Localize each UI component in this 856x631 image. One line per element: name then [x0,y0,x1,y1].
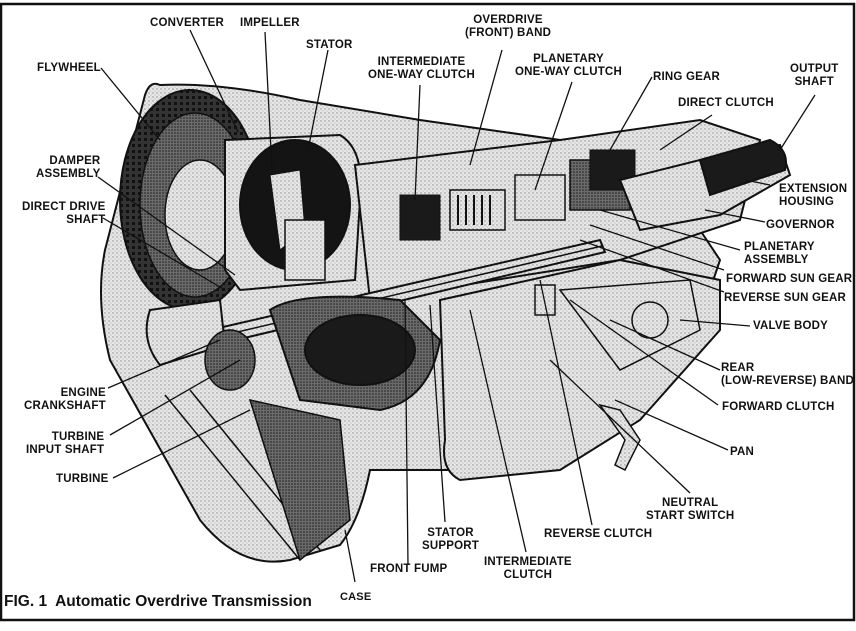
label-forward-sun-gear: FORWARD SUN GEAR [726,273,853,285]
label-impeller: IMPELLER [240,17,300,29]
label-stator: STATOR [306,39,353,51]
label-intermediate-clutch: INTERMEDIATE CLUTCH [484,556,572,581]
label-intermediate-one-way-clutch: INTERMEDIATE ONE-WAY CLUTCH [368,56,475,81]
label-direct-clutch: DIRECT CLUTCH [678,97,774,109]
label-neutral-start-switch: NEUTRAL START SWITCH [646,497,735,522]
label-ring-gear: RING GEAR [653,71,720,83]
output-shaft [698,138,787,197]
label-reverse-clutch: REVERSE CLUTCH [544,528,653,540]
label-damper-assembly: DAMPER ASSEMBLY [36,155,101,180]
label-rear-low-reverse-band: REAR (LOW-REVERSE) BAND [721,362,855,387]
clutch-plates [457,195,491,225]
label-valve-body: VALVE BODY [753,320,829,332]
turbine [248,398,351,562]
neutral-start-lever [598,403,641,472]
label-flywheel: FLYWHEEL [37,62,101,74]
label-case: CASE [340,591,372,603]
figure-caption: FIG. 1 Automatic Overdrive Transmission [4,593,312,610]
label-planetary-one-way-clutch: PLANETARY ONE-WAY CLUTCH [515,53,622,78]
label-engine-crankshaft: ENGINE CRANKSHAFT [24,387,106,412]
label-reverse-sun-gear: REVERSE SUN GEAR [724,292,847,304]
leader-lines [97,29,816,583]
label-turbine: TURBINE [56,473,109,485]
valve-body [558,279,701,371]
label-governor: GOVERNOR [766,219,835,231]
label-converter: CONVERTER [150,17,225,29]
label-turbine-input-shaft: TURBINE INPUT SHAFT [26,431,105,456]
label-overdrive-front-band: OVERDRIVE (FRONT) BAND [465,14,552,39]
label-front-pump: FRONT FUMP [370,563,448,575]
label-stator-support: STATOR SUPPORT [422,527,479,552]
label-planetary-assembly: PLANETARY ASSEMBLY [744,241,815,266]
label-output-shaft: OUTPUT SHAFT [790,63,839,88]
label-forward-clutch: FORWARD CLUTCH [722,401,835,413]
label-direct-drive-shaft: DIRECT DRIVE SHAFT [22,201,106,226]
label-pan: PAN [730,446,755,458]
label-extension-housing: EXTENSION HOUSING [779,183,848,208]
